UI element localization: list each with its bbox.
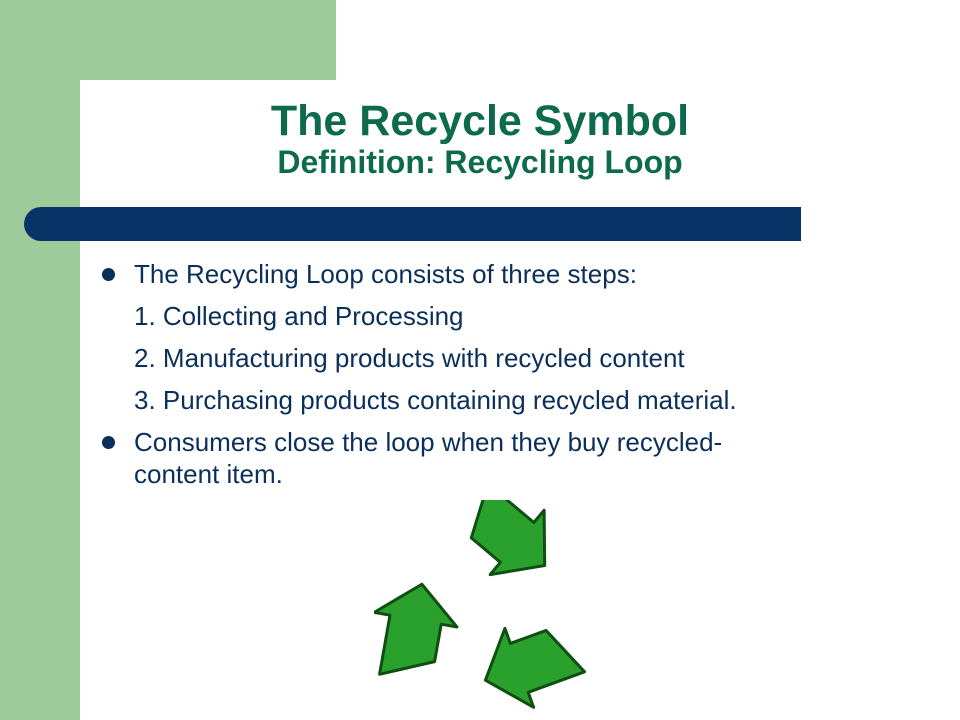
left-accent-band [0, 0, 80, 720]
step-item: 2. Manufacturing products with recycled … [134, 343, 685, 373]
top-accent-band [80, 0, 336, 80]
bullet-item: Consumers close the loop when they buy r… [100, 426, 890, 490]
slide-subtitle: Definition: Recycling Loop [277, 144, 683, 180]
title-divider-bar [24, 207, 801, 241]
bullet-dot-icon [102, 268, 115, 281]
bullet-text-line: content item. [134, 459, 283, 489]
bullet-dot-icon [102, 436, 115, 449]
step-item: 3. Purchasing products containing recycl… [134, 385, 737, 415]
recycle-symbol-icon [362, 470, 594, 720]
step-item: 1. Collecting and Processing [134, 301, 464, 331]
bullet-item: The Recycling Loop consists of three ste… [100, 258, 890, 290]
bullet-text: The Recycling Loop consists of three ste… [134, 259, 637, 289]
title-block: The Recycle Symbol Definition: Recycling… [80, 98, 880, 180]
content-corner [80, 80, 140, 140]
slide-body: The Recycling Loop consists of three ste… [100, 258, 890, 490]
slide-title: The Recycle Symbol [270, 97, 690, 145]
bullet-text-line: Consumers close the loop when they buy r… [134, 427, 723, 457]
